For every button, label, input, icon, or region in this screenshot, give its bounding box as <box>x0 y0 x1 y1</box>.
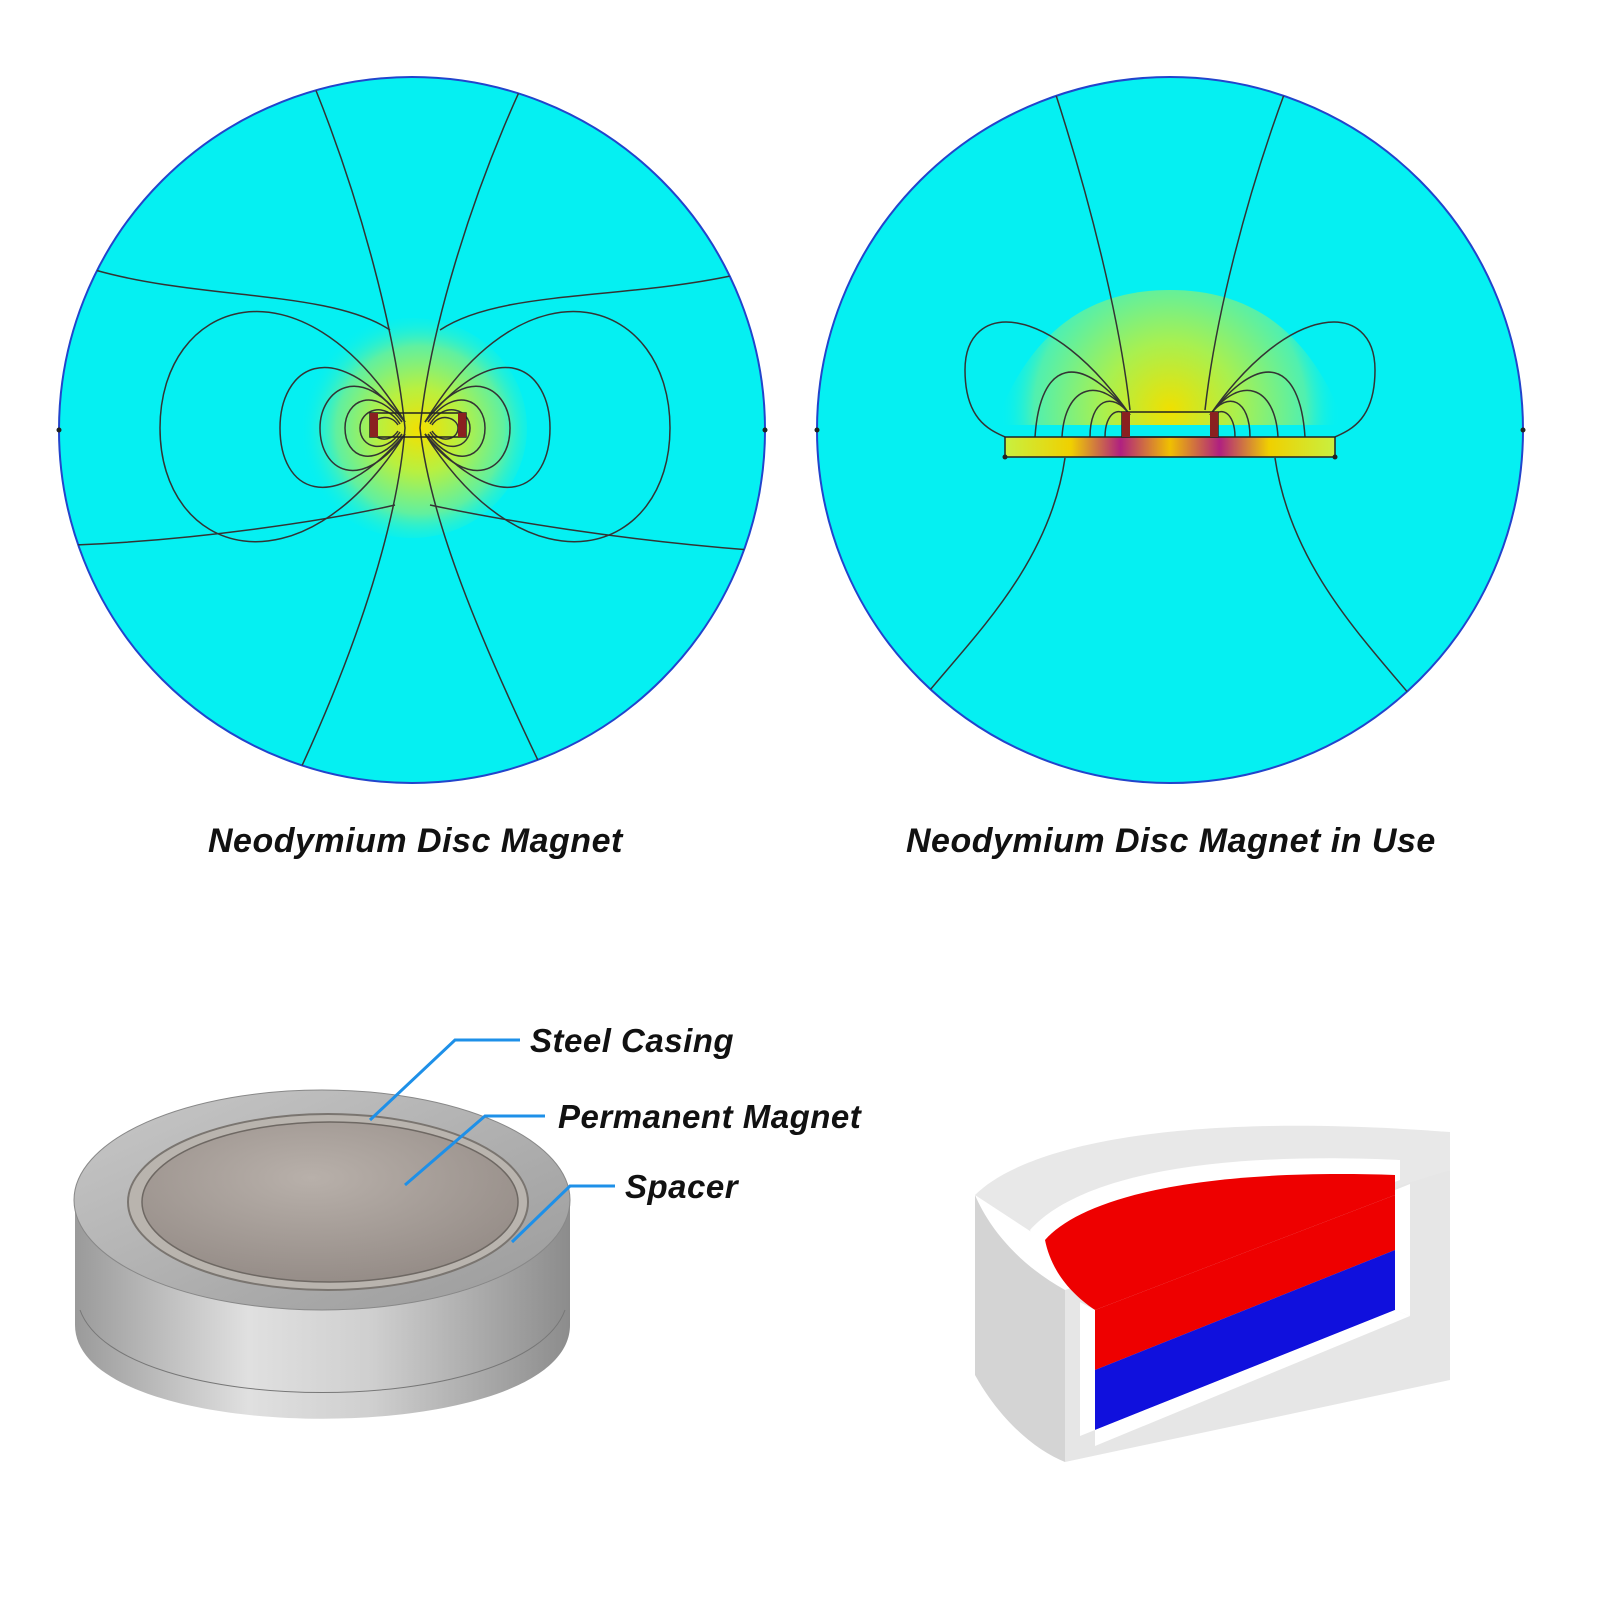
simulation-panel-free-magnet: Neodymium Disc Magnet <box>0 0 800 880</box>
magnet-north-top <box>1045 1174 1395 1310</box>
field-halo <box>995 290 1345 425</box>
caption-magnet-in-use: Neodymium Disc Magnet in Use <box>906 822 1436 860</box>
pot-magnet-illustration-panel: Steel Casing Permanent Magnet Spacer <box>0 980 920 1540</box>
magnet-south-cut <box>1095 1250 1395 1430</box>
caption-free-magnet: Neodymium Disc Magnet <box>208 822 623 860</box>
casing-outer-wall <box>975 1195 1065 1462</box>
cutaway-diagram-panel <box>960 1080 1520 1520</box>
simulation-domain-circle <box>816 76 1524 784</box>
field-simulation-magnet-in-use <box>814 76 1526 784</box>
leader-line-spacer <box>510 1184 615 1244</box>
label-permanent-magnet: Permanent Magnet <box>558 1098 862 1135</box>
field-halo <box>297 318 527 538</box>
label-steel-casing: Steel Casing <box>530 1022 735 1059</box>
label-spacer: Spacer <box>625 1168 739 1205</box>
leader-line-steel-casing <box>368 1038 520 1122</box>
pot-magnet-cutaway <box>975 1125 1450 1462</box>
magnet-north-cut <box>1095 1195 1395 1370</box>
permanent-magnet-face <box>141 1121 519 1283</box>
field-simulation-free-magnet <box>56 76 768 784</box>
leader-line-permanent-magnet <box>404 1114 545 1187</box>
steel-plate-field <box>1005 437 1335 457</box>
simulation-panel-magnet-in-use: Neodymium Disc Magnet in Use <box>800 0 1600 880</box>
pot-magnet-illustration <box>73 1038 615 1419</box>
